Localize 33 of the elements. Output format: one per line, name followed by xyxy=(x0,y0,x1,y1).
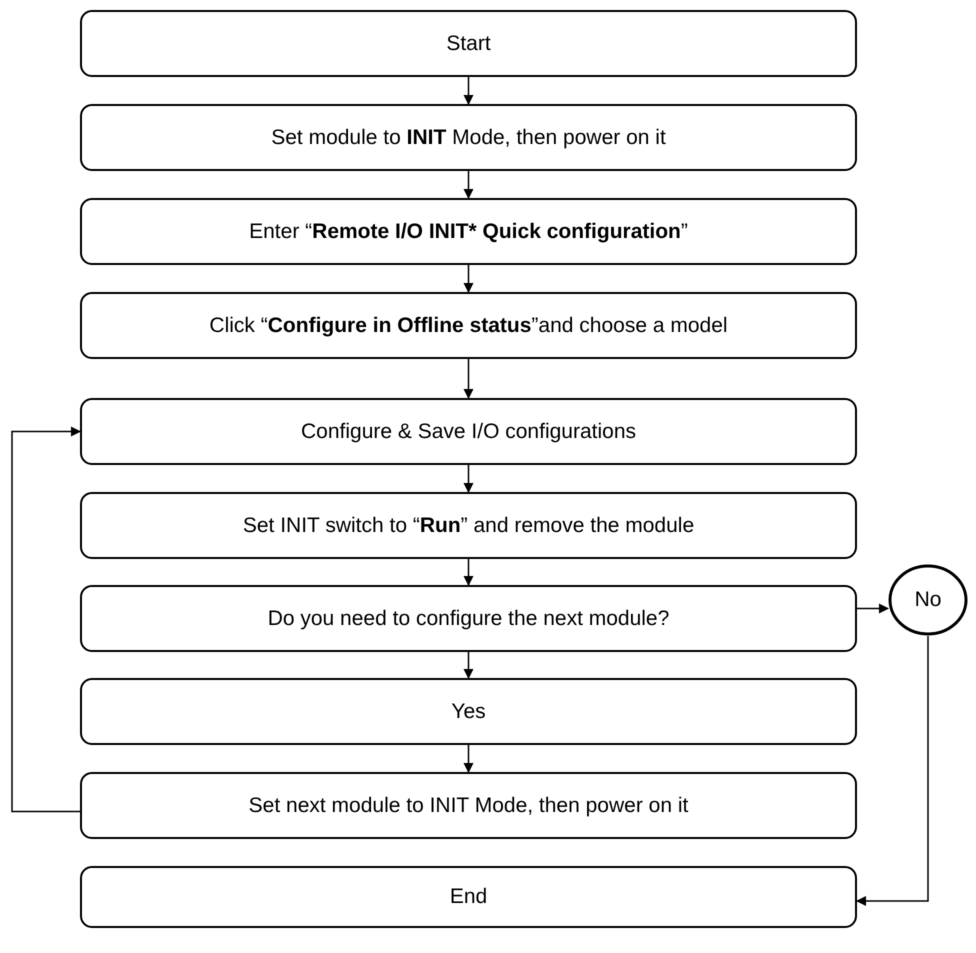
node-label: Set next module to INIT Mode, then power on it xyxy=(248,794,688,818)
process-box xyxy=(80,104,857,171)
arrow xyxy=(464,265,474,293)
node-label: No xyxy=(914,588,942,612)
process-box xyxy=(80,678,857,745)
process-box xyxy=(80,492,857,559)
node-label: Set INIT switch to “Run” and remove the module xyxy=(242,514,694,538)
terminal-box xyxy=(80,10,857,77)
arrow xyxy=(464,465,474,493)
arrow xyxy=(11,426,81,812)
node-label: End xyxy=(450,885,488,909)
process-box xyxy=(80,292,857,359)
node-label: Start xyxy=(446,32,491,56)
arrow xyxy=(464,359,474,399)
process-box xyxy=(80,398,857,465)
arrow xyxy=(856,636,929,906)
process-box xyxy=(80,198,857,265)
decision-oval xyxy=(888,564,968,636)
process-box xyxy=(80,585,857,652)
arrow xyxy=(464,559,474,586)
node-label: Do you need to configure the next module? xyxy=(268,606,670,630)
node-label: Enter “Remote I/O INIT* Quick configuration” xyxy=(249,220,688,244)
arrow xyxy=(464,171,474,199)
node-label: Click “Configure in Offline status”and choose a model xyxy=(209,314,728,338)
terminal-box xyxy=(80,866,857,928)
arrow xyxy=(464,77,474,105)
node-label: Set module to INIT Mode, then power on it xyxy=(271,126,666,150)
process-box xyxy=(80,772,857,839)
node-label: Configure & Save I/O configurations xyxy=(300,420,636,444)
arrow xyxy=(464,652,474,679)
arrow xyxy=(857,604,889,614)
arrow xyxy=(464,745,474,773)
node-label: Yes xyxy=(451,700,486,724)
